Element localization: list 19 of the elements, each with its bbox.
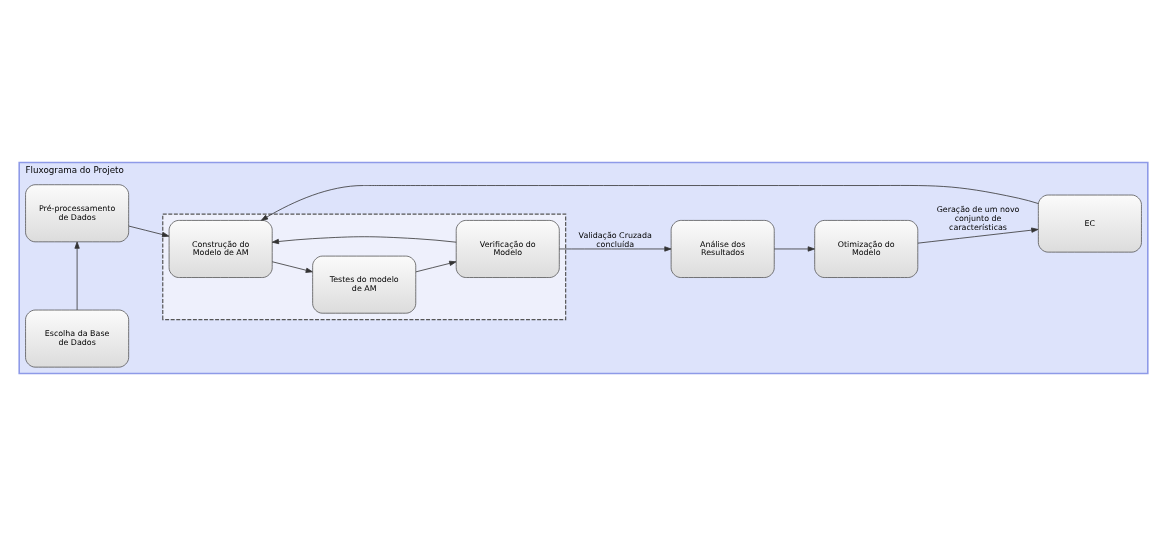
node-box: Otimização do Modelo: [814, 220, 919, 278]
edge-label: Geração de um novo conjunto de características: [936, 205, 1020, 232]
arrow: [271, 261, 313, 273]
edge-label: Validação Cruzada concluída: [578, 230, 652, 249]
node-box: Testes do modelo de AM: [312, 255, 417, 314]
node-box: EC: [1037, 194, 1142, 253]
arrow: [260, 185, 1039, 221]
arrow: [271, 236, 457, 245]
arrow: [74, 241, 80, 311]
node-box: Escolha da Base de Dados: [25, 309, 130, 368]
arrow: [415, 260, 457, 273]
node-box: Análise dos Resultados: [670, 220, 775, 278]
node-box: Pré-processamento de Dados: [25, 184, 130, 243]
arrow: [559, 246, 672, 252]
arrow: [773, 246, 815, 252]
arrow: [917, 227, 1039, 244]
arrow: [128, 225, 170, 238]
node-box: Verificação do Modelo: [455, 220, 560, 278]
node-box: Construção do Modelo de AM: [168, 220, 273, 278]
